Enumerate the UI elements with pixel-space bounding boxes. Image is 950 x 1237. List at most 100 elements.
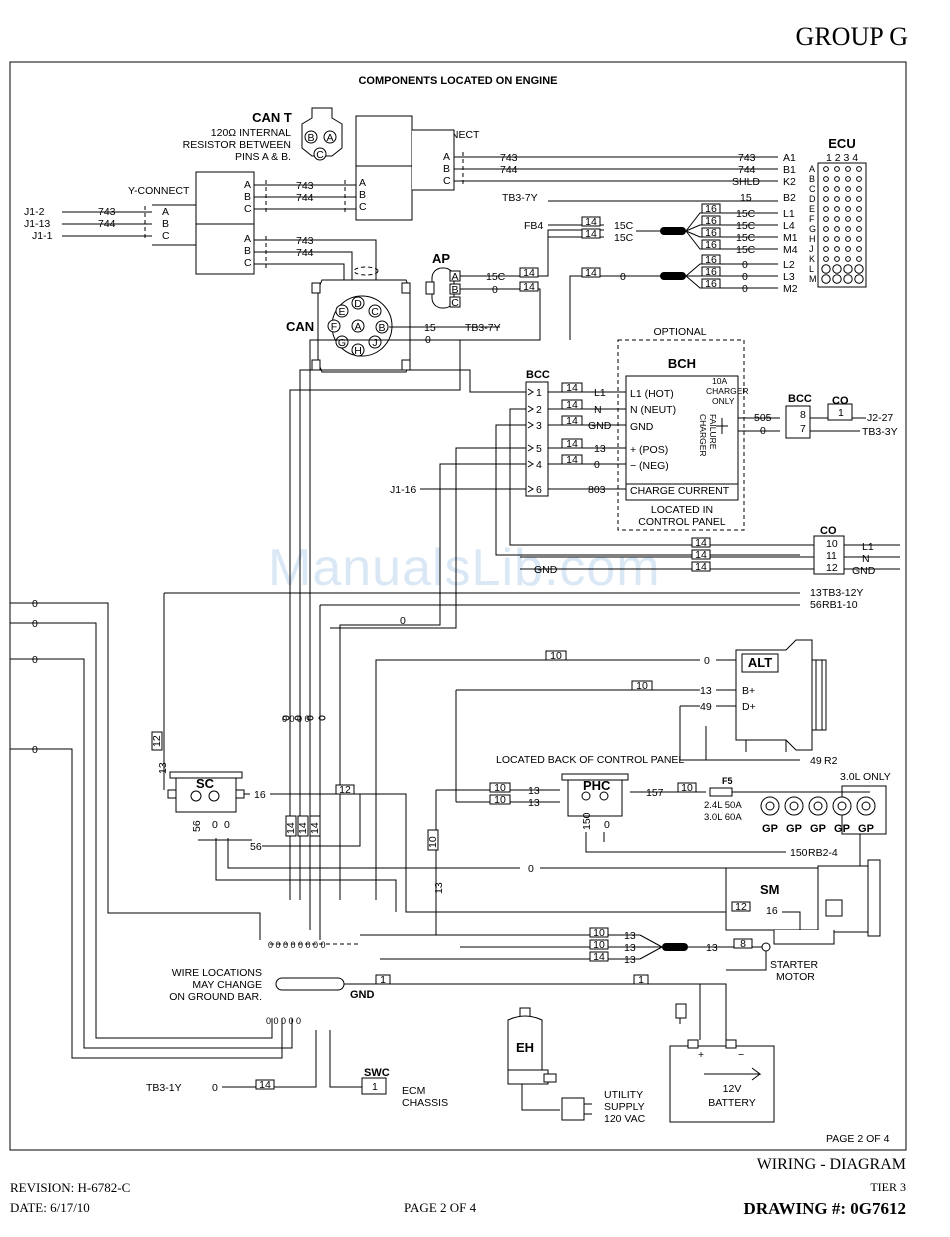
- ap-component: AP A B C: [425, 251, 461, 309]
- can-d-label: CAN D: [286, 319, 327, 334]
- svg-text:0 0 0 0 0 0 0 0: 0 0 0 0 0 0 0 0: [268, 940, 326, 950]
- ref-fb4: FB4: [524, 220, 543, 232]
- ecu-row-A: A: [809, 164, 815, 174]
- drawing-number: DRAWING #: 0G7612: [743, 1199, 906, 1218]
- tag-14-co2b: 14: [695, 549, 707, 561]
- ecu-pin-dot: [843, 274, 853, 284]
- wire-0-swc: 0: [212, 1082, 218, 1094]
- ecu-pin-ref: M2: [783, 283, 798, 295]
- wire-803: 803: [588, 484, 606, 496]
- can-d-pin-C: [368, 304, 382, 318]
- ecu-pin-dot: [845, 166, 851, 172]
- ymid-pin-b: B: [162, 218, 169, 230]
- ymid-pin-a: A: [162, 206, 169, 218]
- alt-label: ALT: [748, 655, 772, 670]
- drawing-title: WIRING - DIAGRAM: [756, 1156, 906, 1173]
- can-d-pin-F: [327, 319, 341, 333]
- can-t-note-1: 120Ω INTERNAL: [211, 127, 291, 139]
- tag-14-fb4b: 14: [585, 228, 597, 240]
- eh-supply-2: SUPPLY: [604, 1101, 645, 1113]
- ecu-row-K: K: [809, 254, 815, 264]
- ecu-row-F: F: [809, 214, 815, 224]
- ref-j1-13: J1-13: [24, 218, 50, 230]
- can-d-pin-J: [368, 335, 382, 349]
- wire-bcc-label: GND: [588, 420, 612, 432]
- ap-pin-a: A: [451, 271, 458, 283]
- wire-gnd-co2: GND: [534, 564, 558, 576]
- ref-tb3-7y-cand: TB3-7Y: [465, 322, 501, 334]
- ytop-pin-b: B: [443, 163, 450, 175]
- wire-bcc-label: 13: [594, 443, 606, 455]
- can-d-pin-label: F: [331, 321, 337, 333]
- can-t-note-3: PINS A & B.: [235, 151, 291, 163]
- wire-0-splice: 0: [620, 271, 626, 283]
- bch-row: CHARGE CURRENT: [630, 485, 730, 497]
- f5-label: F5: [722, 776, 733, 786]
- ecu-pin-dot: [834, 176, 840, 182]
- ecu-pin-dot: [834, 256, 840, 262]
- gnd-label: GND: [350, 989, 375, 1001]
- co2-connector: CO 10 11 12 L1 N GND: [813, 525, 876, 577]
- ecu-pin-dot: [854, 264, 864, 274]
- ytop-in-a: A: [359, 177, 366, 189]
- watermark: ManualsLib.com: [268, 539, 661, 597]
- ecu-pin-dot: [823, 246, 829, 252]
- tag-14-b2: 14: [297, 822, 309, 834]
- wire-743-top: 743: [500, 152, 518, 164]
- co2-n: N: [862, 553, 870, 565]
- wire-743-ecu: 743: [738, 152, 756, 164]
- can-d-pin-label: E: [338, 306, 345, 318]
- wire-0-center: 0: [400, 615, 406, 627]
- wire-743-cand: 743: [296, 235, 314, 247]
- bcc-pin-1: 1: [536, 387, 542, 399]
- svg-text:0 0 0 0: 0 0 0 0: [282, 714, 310, 724]
- ref-j1-1: J1-1: [32, 230, 53, 242]
- wire-15-ecu: 15: [740, 192, 752, 204]
- ecu-pin-dot: [834, 166, 840, 172]
- can-d-pin-H: [351, 343, 365, 357]
- bch-located-1: LOCATED IN: [651, 504, 713, 516]
- battery-minus: −: [738, 1049, 744, 1061]
- glow-plug-label: GP: [786, 823, 802, 835]
- bcc-pin-4: 4: [536, 459, 542, 471]
- wire-0-ecu: 0: [742, 259, 748, 271]
- tag-10-st1: 10: [593, 927, 605, 939]
- wire-15-cand: 15: [424, 322, 436, 334]
- wire-49-r2: 49: [810, 755, 822, 767]
- ecu-pin-dot: [845, 246, 851, 252]
- y-connect-mid: Y-CONNECT A B C A B C A B C: [128, 171, 255, 275]
- tag-12-sm: 12: [735, 901, 747, 913]
- can-d-pin-label: J: [372, 337, 377, 349]
- group-label: GROUP G: [795, 22, 908, 51]
- ref-r2: R2: [824, 755, 838, 767]
- wire-0-left4: 0: [32, 744, 38, 756]
- gnd-note-3: ON GROUND BAR.: [169, 991, 262, 1003]
- wire-13-st1: 13: [624, 930, 636, 942]
- wire-0-alt: 0: [704, 655, 710, 667]
- bcc2-pin-8: 8: [800, 409, 806, 421]
- tag-14-b3: 14: [309, 822, 321, 834]
- ecu-pin-dot: [823, 226, 829, 232]
- wire-0-bcc2: 0: [760, 425, 766, 437]
- wire-744-ecu: 744: [738, 164, 756, 176]
- tag-16-zero: 16: [705, 254, 717, 266]
- wire-0-ap: 0: [492, 284, 498, 296]
- wire-56-sc: 56: [191, 820, 203, 832]
- glow-plug-label: GP: [810, 823, 826, 835]
- ecu-row-G: G: [809, 224, 816, 234]
- bcc-pin-5: 5: [536, 443, 542, 455]
- ecu-pin-dot: [845, 186, 851, 192]
- ecu-pin-dot: [823, 166, 829, 172]
- ecu-pin-dot: [823, 236, 829, 242]
- tag-14-bcc: 14: [566, 399, 578, 411]
- ecu-pin-dot: [834, 216, 840, 222]
- tag-10-v: 10: [427, 836, 439, 848]
- wire-744-mid: 744: [296, 192, 314, 204]
- glow-plug-label: GP: [858, 823, 874, 835]
- alternator: ALT B+ D+: [735, 639, 827, 752]
- sm-starter-1: STARTER: [770, 959, 818, 971]
- page-number: PAGE 2 OF 4: [404, 1200, 477, 1215]
- sm-starter-2: MOTOR: [776, 971, 815, 983]
